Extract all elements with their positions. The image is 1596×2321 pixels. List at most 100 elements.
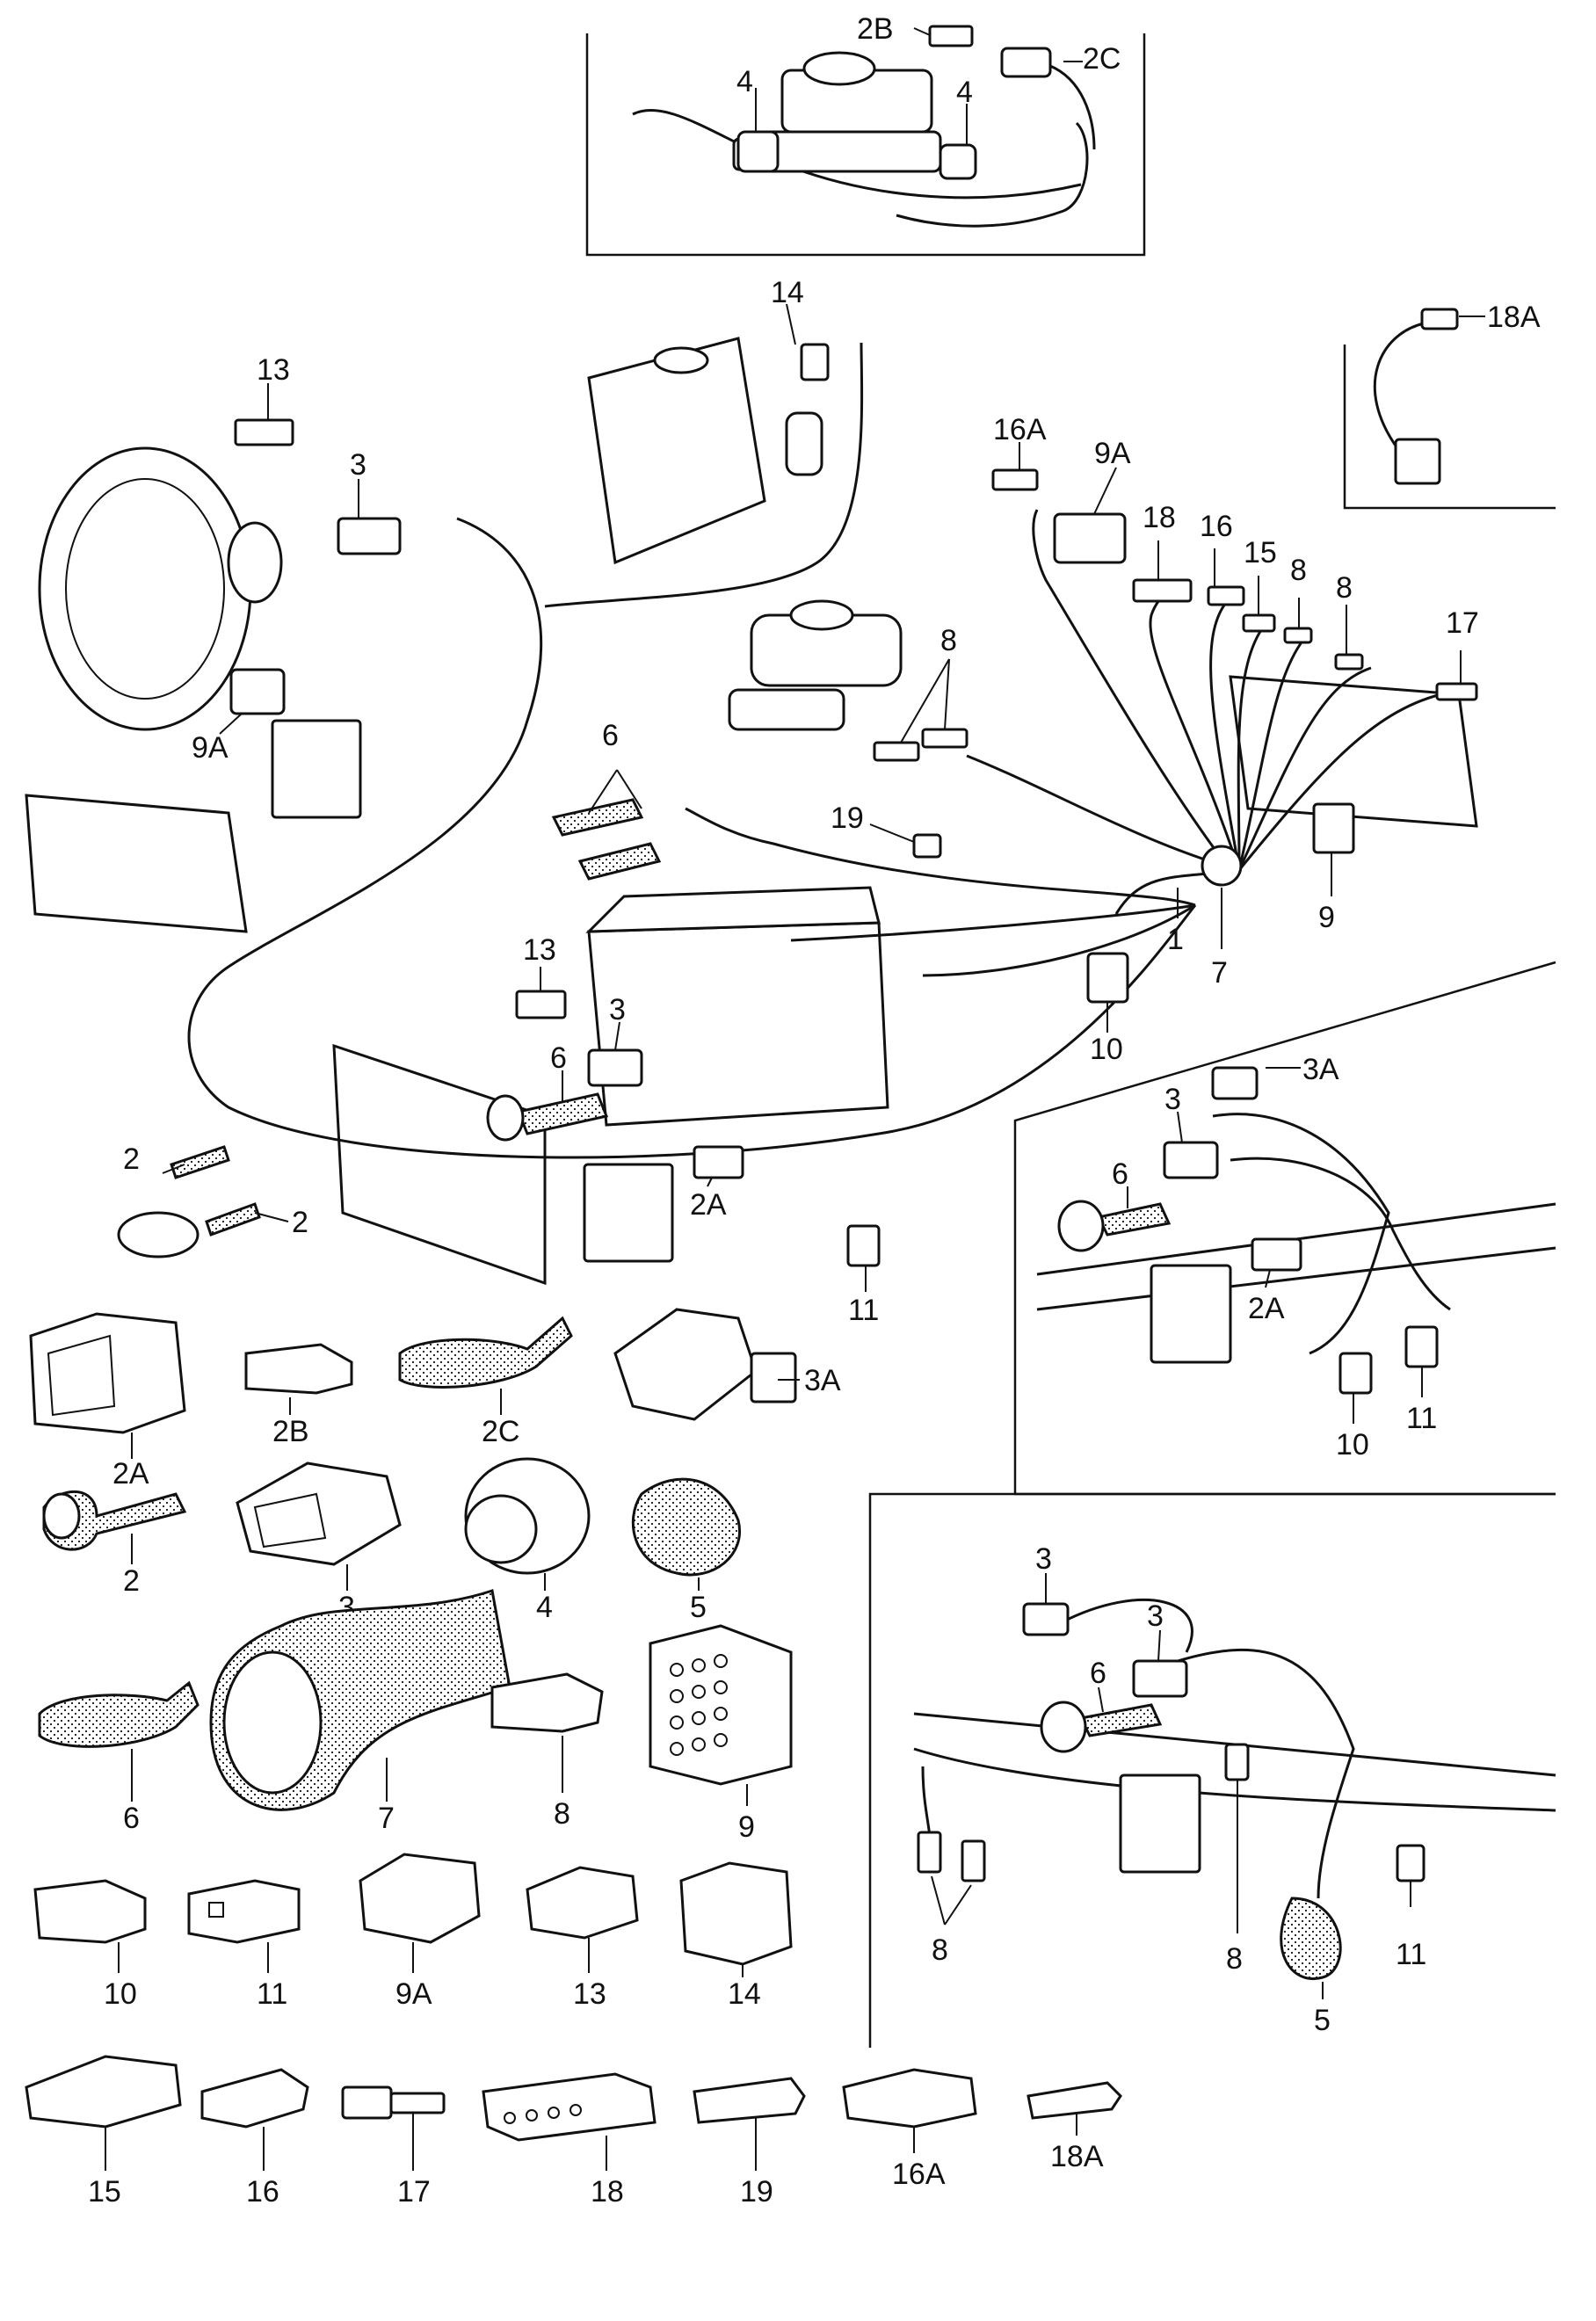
part-7: 7	[209, 1589, 511, 1835]
connector-10-main	[1086, 952, 1129, 1004]
part-16a: 16A	[842, 2068, 977, 2191]
callout-17: 17	[1446, 606, 1479, 640]
svg-text:18: 18	[591, 2175, 624, 2209]
connector-13-mid	[515, 990, 567, 1019]
callout-11-r2: 11	[1396, 1938, 1426, 1971]
callout-8-b: 8	[1336, 571, 1353, 605]
part-18a: 18A	[1027, 2081, 1122, 2173]
connector-9a-mid	[1053, 512, 1127, 564]
parts-catalog: 2A 2B 2C 3A 2 3	[25, 1308, 1122, 2209]
svg-text:15: 15	[88, 2175, 121, 2209]
part-17: 17	[341, 2085, 446, 2209]
callout-11-mid: 11	[848, 1294, 879, 1327]
part-4: 4	[464, 1457, 591, 1624]
part-16: 16	[200, 2068, 309, 2209]
connector-3-r2a	[1022, 1602, 1070, 1636]
svg-text:17: 17	[397, 2175, 431, 2209]
connector-2b-top	[928, 25, 974, 47]
svg-text:11: 11	[257, 1977, 287, 2011]
callout-18: 18	[1143, 501, 1176, 534]
relay-panel	[1229, 675, 1478, 828]
part-2b: 2B	[244, 1343, 353, 1448]
callout-10: 10	[1090, 1033, 1123, 1066]
part-9: 9	[649, 1624, 793, 1844]
callout-8-r2b: 8	[1226, 1942, 1243, 1976]
callout-3a-r: 3A	[1302, 1053, 1339, 1086]
svg-text:10: 10	[104, 1977, 137, 2011]
svg-text:8: 8	[554, 1797, 570, 1831]
inset-right-1: 3A 3 6 2A 10 11	[1013, 961, 1556, 1496]
svg-text:9: 9	[738, 1810, 755, 1844]
svg-text:2C: 2C	[482, 1415, 519, 1448]
callout-9: 9	[1318, 901, 1335, 934]
main-harness: 13 3 9A 14 16A 9A 18 16 15 8 8 17 8 6 19…	[25, 276, 1479, 1327]
connector-3-mid	[587, 1048, 643, 1087]
part-2: 2	[42, 1490, 187, 1598]
radiator	[332, 1043, 547, 1286]
connector-11-r	[1404, 1325, 1439, 1368]
part-10: 10	[33, 1879, 147, 2011]
svg-text:16A: 16A	[892, 2158, 946, 2191]
callout-11-r: 11	[1406, 1402, 1437, 1435]
part-5: 5	[631, 1477, 741, 1624]
svg-text:13: 13	[573, 1977, 606, 2011]
part-14: 14	[679, 1861, 793, 2011]
callout-14: 14	[771, 276, 804, 309]
svg-text:18A: 18A	[1050, 2140, 1104, 2173]
svg-text:19: 19	[740, 2175, 773, 2209]
connector-2a-mid	[693, 1145, 744, 1179]
callout-3-r2a: 3	[1035, 1542, 1052, 1576]
callout-2-right: 2	[292, 1206, 308, 1239]
callout-3-mid: 3	[609, 993, 626, 1026]
svg-text:7: 7	[378, 1802, 395, 1835]
callout-6-r2: 6	[1090, 1657, 1106, 1690]
side-marker-lamp	[25, 794, 248, 933]
svg-text:3A: 3A	[804, 1364, 841, 1397]
stop-light-switch-right	[939, 143, 977, 180]
callout-9a-mid: 9A	[1094, 437, 1131, 470]
callout-18a-top: 18A	[1487, 301, 1541, 334]
part-13: 13	[526, 1866, 639, 2011]
part-18: 18	[482, 2072, 657, 2209]
callout-7: 7	[1211, 956, 1228, 990]
callout-19: 19	[831, 801, 864, 835]
callout-2a-mid: 2A	[690, 1188, 727, 1222]
callout-2b: 2B	[857, 12, 894, 46]
boot-5-r2	[1280, 1897, 1342, 1980]
callout-6-pair: 6	[602, 719, 619, 752]
callout-2a-r: 2A	[1248, 1292, 1285, 1325]
part-6: 6	[38, 1680, 200, 1835]
part-3: 3	[236, 1462, 402, 1624]
connector-16a	[991, 468, 1039, 491]
connector-11-mid	[846, 1224, 881, 1267]
connector-3a-r	[1211, 1066, 1259, 1100]
callout-8-r2a: 8	[932, 1933, 948, 1967]
callout-8-a: 8	[1290, 554, 1307, 587]
callout-1: 1	[1167, 923, 1184, 956]
callout-10-r: 10	[1336, 1428, 1369, 1462]
part-2c: 2C	[398, 1316, 573, 1448]
connector-9-main	[1312, 802, 1355, 854]
svg-text:2A: 2A	[112, 1457, 149, 1491]
callout-9a-left: 9A	[192, 731, 229, 765]
callout-13-top: 13	[257, 353, 290, 387]
svg-text:14: 14	[728, 1977, 761, 2011]
part-15: 15	[25, 2055, 182, 2209]
callout-3-r2b: 3	[1147, 1599, 1164, 1633]
svg-text:2: 2	[123, 1564, 140, 1598]
part-9a: 9A	[359, 1853, 481, 2011]
callout-2c: 2C	[1083, 42, 1121, 76]
part-8: 8	[490, 1672, 604, 1831]
part-2a: 2A	[29, 1312, 186, 1491]
connector-11-r2	[1396, 1844, 1426, 1882]
svg-text:9A: 9A	[395, 1977, 432, 2011]
callout-15: 15	[1244, 536, 1277, 569]
battery	[587, 921, 889, 1127]
headlamp	[38, 446, 252, 731]
svg-text:6: 6	[123, 1802, 140, 1835]
connector-3-r	[1163, 1141, 1219, 1179]
callout-16a: 16A	[993, 413, 1047, 446]
callout-2-left: 2	[123, 1142, 140, 1176]
inset-brake-master-cylinder: 2B 2C 4 4	[585, 12, 1146, 257]
